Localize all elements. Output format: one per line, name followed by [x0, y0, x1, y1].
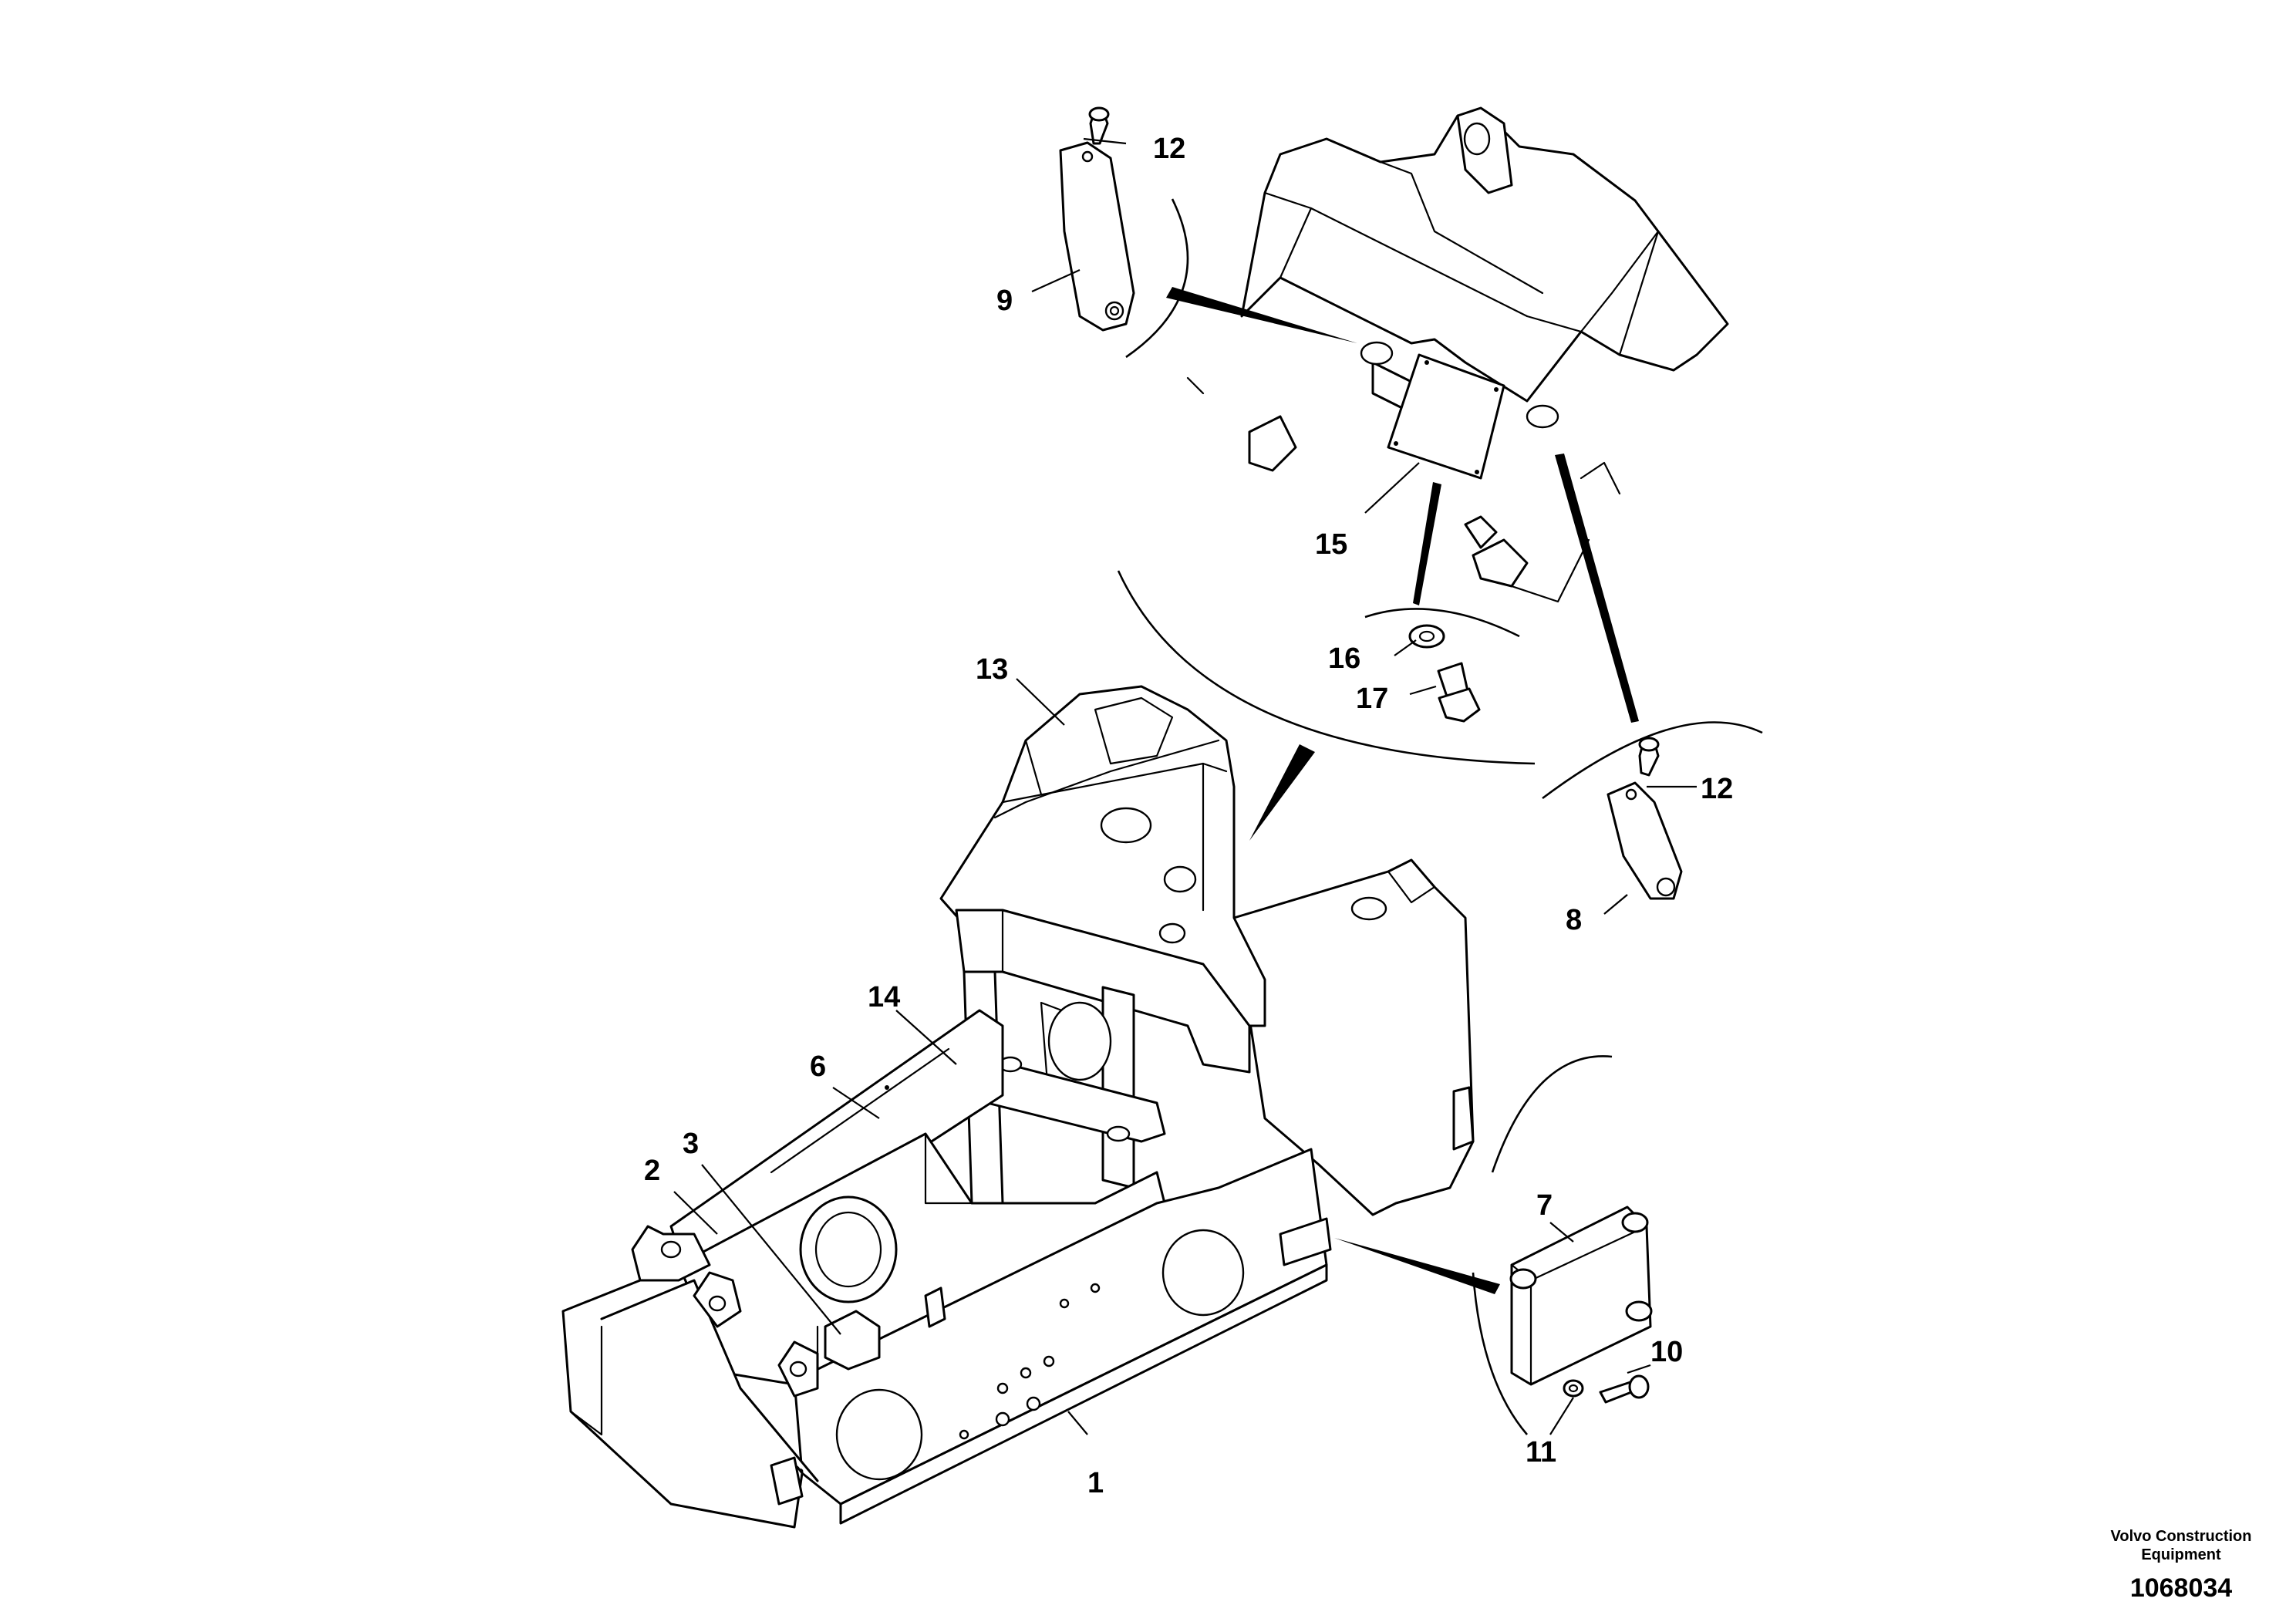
- callout-2: 2: [644, 1155, 660, 1187]
- callout-12-top: 12: [1153, 133, 1185, 165]
- detail-cover-8: [1542, 454, 1763, 900]
- callout-6: 6: [810, 1050, 826, 1083]
- side-plate-bolt-holes: [959, 1283, 1101, 1440]
- detail-cover-9: [1059, 106, 1357, 359]
- detail-washer-bolt: [1117, 482, 1536, 841]
- callout-3: 3: [683, 1128, 699, 1160]
- callout-7: 7: [1536, 1189, 1553, 1222]
- main-frame-assembly: [561, 685, 1475, 1529]
- detail-cover-7: [1334, 1055, 1653, 1435]
- upper-tank-assembly: [1186, 106, 1729, 603]
- callout-9: 9: [996, 285, 1013, 317]
- brand-line-2: Equipment: [2141, 1546, 2221, 1563]
- callout-10: 10: [1650, 1336, 1683, 1368]
- callout-14: 14: [868, 981, 900, 1013]
- callout-labels: 1 2 3 6 7 8 9 10 11 12 12 13 14 15 16 17: [644, 133, 1733, 1499]
- drawing-number: 1068034: [2130, 1573, 2232, 1603]
- callout-13: 13: [976, 653, 1008, 686]
- callout-16: 16: [1328, 642, 1360, 675]
- callout-11: 11: [1526, 1436, 1556, 1469]
- callout-15: 15: [1315, 528, 1347, 561]
- footer: Volvo Construction Equipment 1068034: [2111, 1528, 2252, 1603]
- brand-line-1: Volvo Construction: [2111, 1528, 2252, 1545]
- callout-12-right: 12: [1701, 773, 1733, 805]
- leader-lines: [673, 137, 1697, 1435]
- callout-1: 1: [1087, 1467, 1104, 1499]
- callout-8: 8: [1566, 904, 1582, 936]
- callout-17: 17: [1356, 683, 1388, 715]
